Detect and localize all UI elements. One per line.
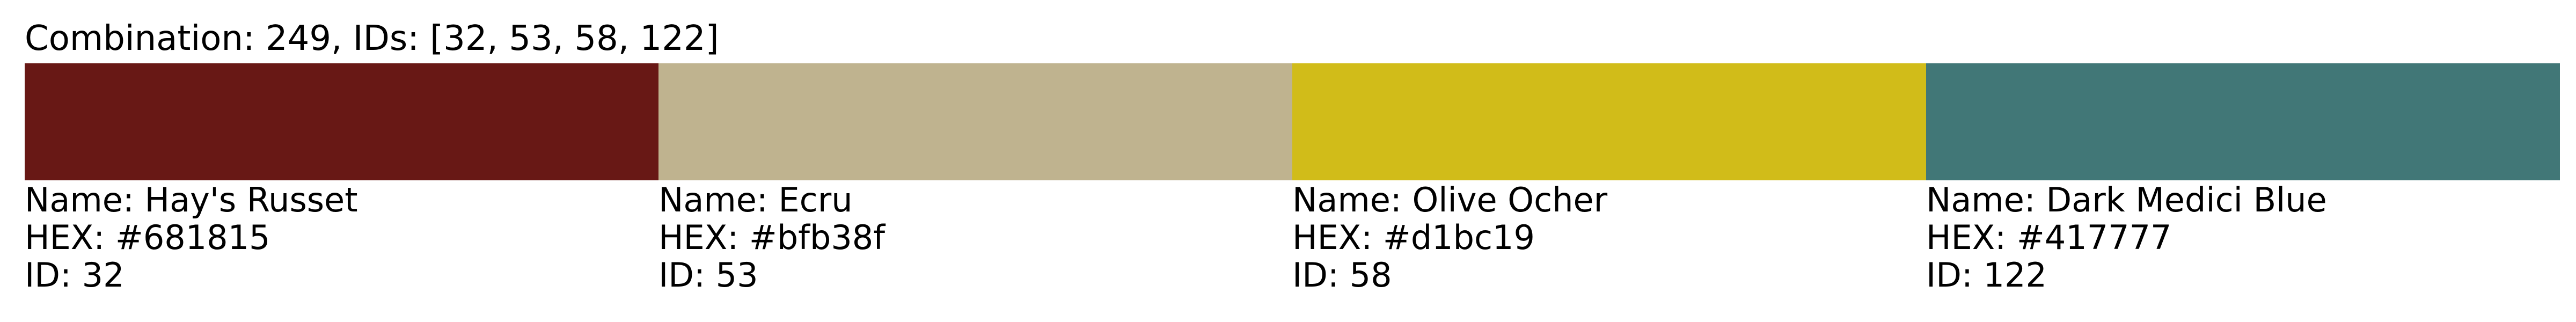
color-hex: HEX: #417777	[1926, 218, 2172, 257]
color-name: Name: Ecru	[658, 180, 853, 219]
combination-title: Combination: 249, IDs: [32, 53, 58, 122]	[25, 19, 719, 58]
color-label-1: Name: Hay's Russet HEX: #681815 ID: 32	[25, 181, 658, 294]
color-id: ID: 122	[1926, 255, 2047, 295]
color-id: ID: 58	[1292, 255, 1392, 295]
color-name: Name: Dark Medici Blue	[1926, 180, 2327, 219]
color-name: Name: Hay's Russet	[25, 180, 358, 219]
color-labels: Name: Hay's Russet HEX: #681815 ID: 32 N…	[25, 181, 2560, 294]
color-swatch-3	[1292, 63, 1926, 180]
color-label-2: Name: Ecru HEX: #bfb38f ID: 53	[658, 181, 1292, 294]
color-id: ID: 32	[25, 255, 125, 295]
color-swatch-2	[658, 63, 1292, 180]
color-hex: HEX: #681815	[25, 218, 270, 257]
color-hex: HEX: #d1bc19	[1292, 218, 1535, 257]
color-swatch-strip	[25, 63, 2560, 180]
color-name: Name: Olive Ocher	[1292, 180, 1608, 219]
color-id: ID: 53	[658, 255, 758, 295]
color-swatch-1	[25, 63, 658, 180]
color-swatch-4	[1926, 63, 2560, 180]
color-label-4: Name: Dark Medici Blue HEX: #417777 ID: …	[1926, 181, 2560, 294]
color-label-3: Name: Olive Ocher HEX: #d1bc19 ID: 58	[1292, 181, 1926, 294]
color-hex: HEX: #bfb38f	[658, 218, 885, 257]
